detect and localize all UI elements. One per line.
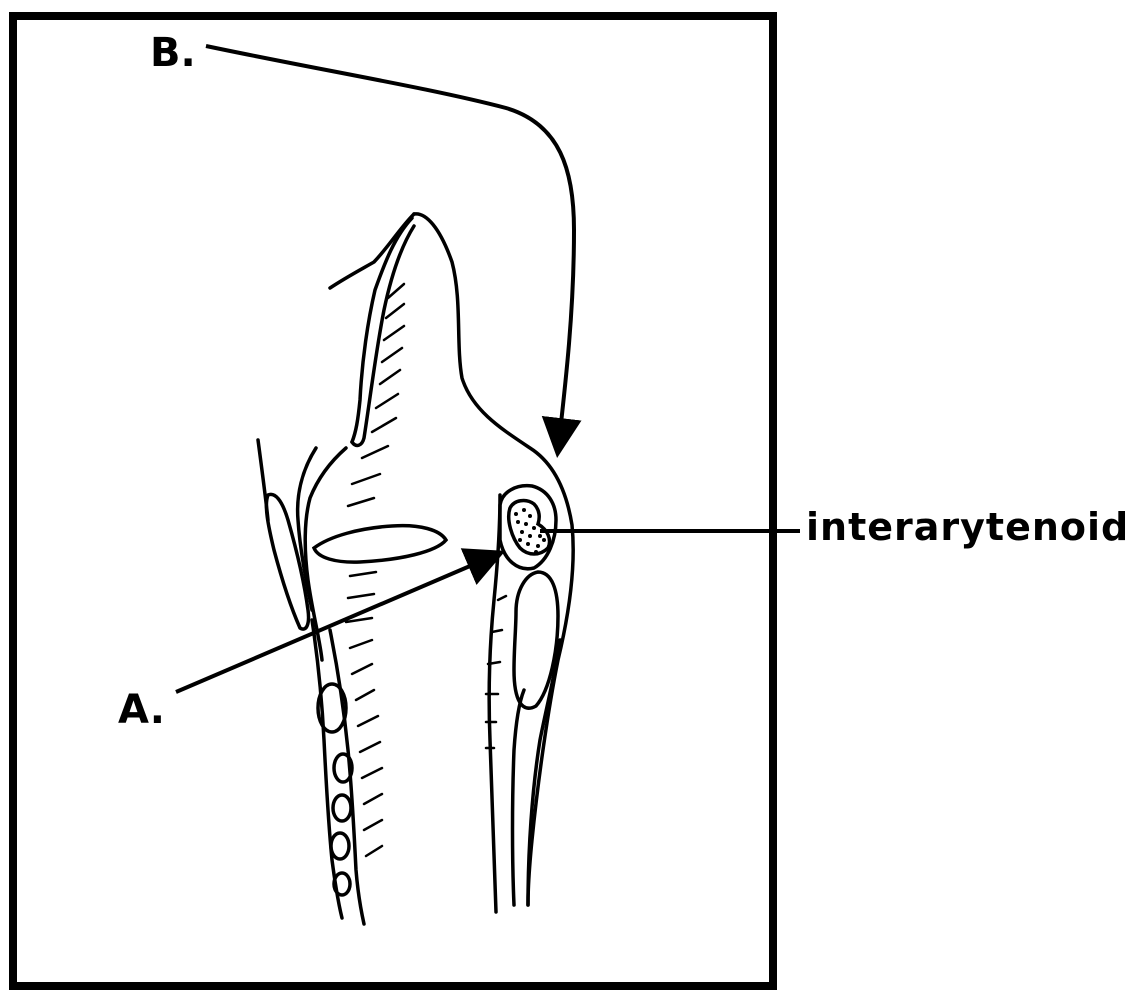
diagram-frame bbox=[13, 16, 773, 986]
posterior-wall-outline bbox=[489, 495, 560, 912]
laryngeal-ventricle bbox=[314, 526, 446, 563]
label-interarytenoid: interarytenoid bbox=[806, 508, 1129, 546]
label-a: A. bbox=[118, 690, 165, 730]
label-b: B. bbox=[150, 33, 196, 73]
arrow-b bbox=[206, 46, 574, 450]
interarytenoid-region bbox=[500, 486, 558, 709]
